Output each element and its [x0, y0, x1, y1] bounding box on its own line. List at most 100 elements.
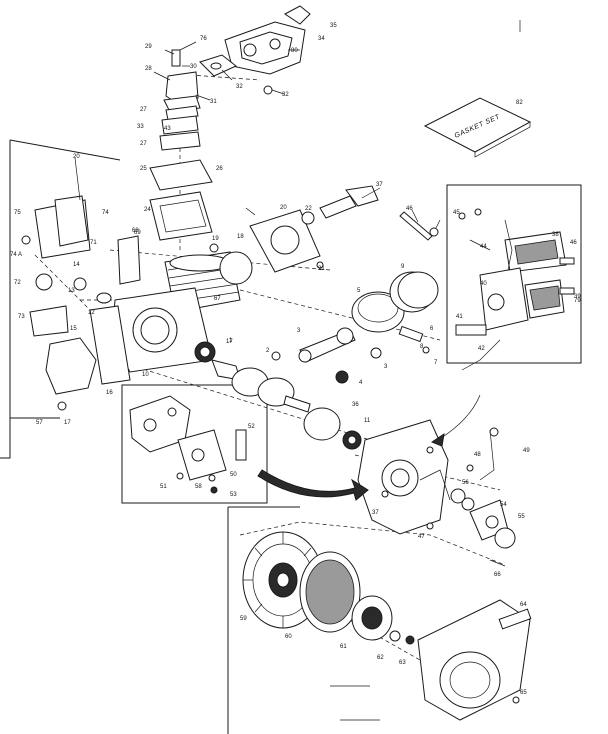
callout-36: 36 [352, 402, 359, 408]
direction-arrows [257, 394, 481, 501]
callout-12: 12 [88, 310, 95, 316]
callout-46b: 46 [570, 240, 577, 246]
callout-54: 54 [500, 502, 507, 508]
callout-4: 4 [359, 380, 363, 386]
callout-5: 5 [357, 288, 361, 294]
callout-33: 33 [137, 124, 144, 130]
callout-67: 67 [214, 296, 221, 302]
callout-30: 30 [190, 64, 197, 70]
callout-26: 26 [216, 166, 223, 172]
gasket-set [423, 97, 532, 158]
callout-1: 1 [229, 338, 233, 344]
callout-13: 13 [68, 288, 75, 294]
callout-72: 72 [14, 280, 21, 286]
callout-45: 45 [453, 210, 460, 216]
callout-2: 2 [266, 348, 270, 354]
callout-60: 60 [285, 634, 292, 640]
callout-46: 46 [406, 206, 413, 212]
callout-37b: 37 [372, 510, 379, 516]
callout-49: 49 [523, 448, 530, 454]
callout-32b: 32 [282, 92, 289, 98]
spark-plug-group [301, 185, 439, 241]
callout-64: 64 [520, 602, 527, 608]
callout-27b: 27 [140, 141, 147, 147]
callout-34: 34 [318, 36, 325, 42]
callout-75: 75 [14, 210, 21, 216]
callout-16: 16 [106, 390, 113, 396]
callout-labels: 1 2 3 3 4 5 6 7 8 9 10 11 12 13 14 15 16… [10, 23, 581, 696]
callout-17: 17 [64, 420, 71, 426]
carburetor-assembly [199, 5, 311, 95]
frame-lines [0, 20, 582, 734]
callout-48: 48 [474, 452, 481, 458]
callout-74: 74 [102, 210, 109, 216]
coil-parts [426, 427, 516, 567]
starter-cup [351, 595, 415, 645]
callout-20b: 20 [73, 154, 80, 160]
callout-31: 31 [210, 99, 217, 105]
callout-11: 11 [364, 418, 371, 424]
inset-ignition-box [129, 395, 247, 494]
left-housing-group [21, 195, 141, 411]
crankcase-half [357, 419, 451, 535]
callout-37: 37 [376, 182, 383, 188]
callout-21: 21 [318, 266, 325, 272]
callout-51: 51 [160, 484, 167, 490]
leader-lines [74, 41, 441, 229]
callout-43: 43 [164, 126, 171, 132]
bearing-seals [303, 407, 362, 450]
callout-44: 44 [480, 244, 487, 250]
callout-50: 50 [230, 472, 237, 478]
callout-73: 73 [18, 314, 25, 320]
callout-65: 65 [520, 690, 527, 696]
callout-19: 19 [212, 236, 219, 242]
callout-3a: 3 [297, 328, 301, 334]
callout-28: 28 [145, 66, 152, 72]
callout-22: 22 [305, 206, 312, 212]
callout-53: 53 [230, 492, 237, 498]
callout-59: 59 [240, 616, 247, 622]
intake-stack [149, 49, 213, 241]
callout-63: 63 [399, 660, 406, 666]
screen-disk [299, 551, 361, 633]
callout-17b: 17 [226, 339, 233, 345]
crankcase [89, 287, 213, 385]
callout-29: 29 [145, 44, 152, 50]
callout-40: 40 [480, 281, 487, 287]
callout-20: 20 [280, 205, 287, 211]
callout-80: 80 [291, 48, 298, 54]
callout-69: 69 [134, 230, 141, 236]
callout-9: 9 [401, 264, 405, 270]
callout-35: 35 [330, 23, 337, 29]
callout-14: 14 [73, 262, 80, 268]
callout-3b: 3 [384, 364, 388, 370]
callout-52: 52 [248, 424, 255, 430]
callout-32: 32 [236, 84, 243, 90]
callout-62: 62 [377, 655, 384, 661]
callout-41: 41 [456, 314, 463, 320]
crankshaft [194, 341, 311, 413]
piston-group [271, 271, 439, 384]
starter-housing [417, 599, 532, 721]
callout-18: 18 [237, 234, 244, 240]
callout-76: 76 [200, 36, 207, 42]
callout-42: 42 [478, 346, 485, 352]
callout-8: 8 [420, 344, 424, 350]
callout-79: 79 [574, 298, 581, 304]
callout-15: 15 [70, 326, 77, 332]
callout-24: 24 [144, 207, 151, 213]
callout-55: 55 [518, 514, 525, 520]
callout-66: 66 [494, 572, 501, 578]
callout-47: 47 [418, 534, 425, 540]
callout-82: 82 [516, 100, 523, 106]
callout-58: 58 [195, 484, 202, 490]
callout-25: 25 [140, 166, 147, 172]
callout-7: 7 [434, 360, 438, 366]
callout-61: 61 [340, 644, 347, 650]
callout-74a: 74 A [10, 252, 22, 258]
callout-10: 10 [142, 372, 149, 378]
callout-57: 57 [36, 420, 43, 426]
cylinder-cover [209, 209, 324, 285]
ignition-module-box [455, 208, 575, 371]
